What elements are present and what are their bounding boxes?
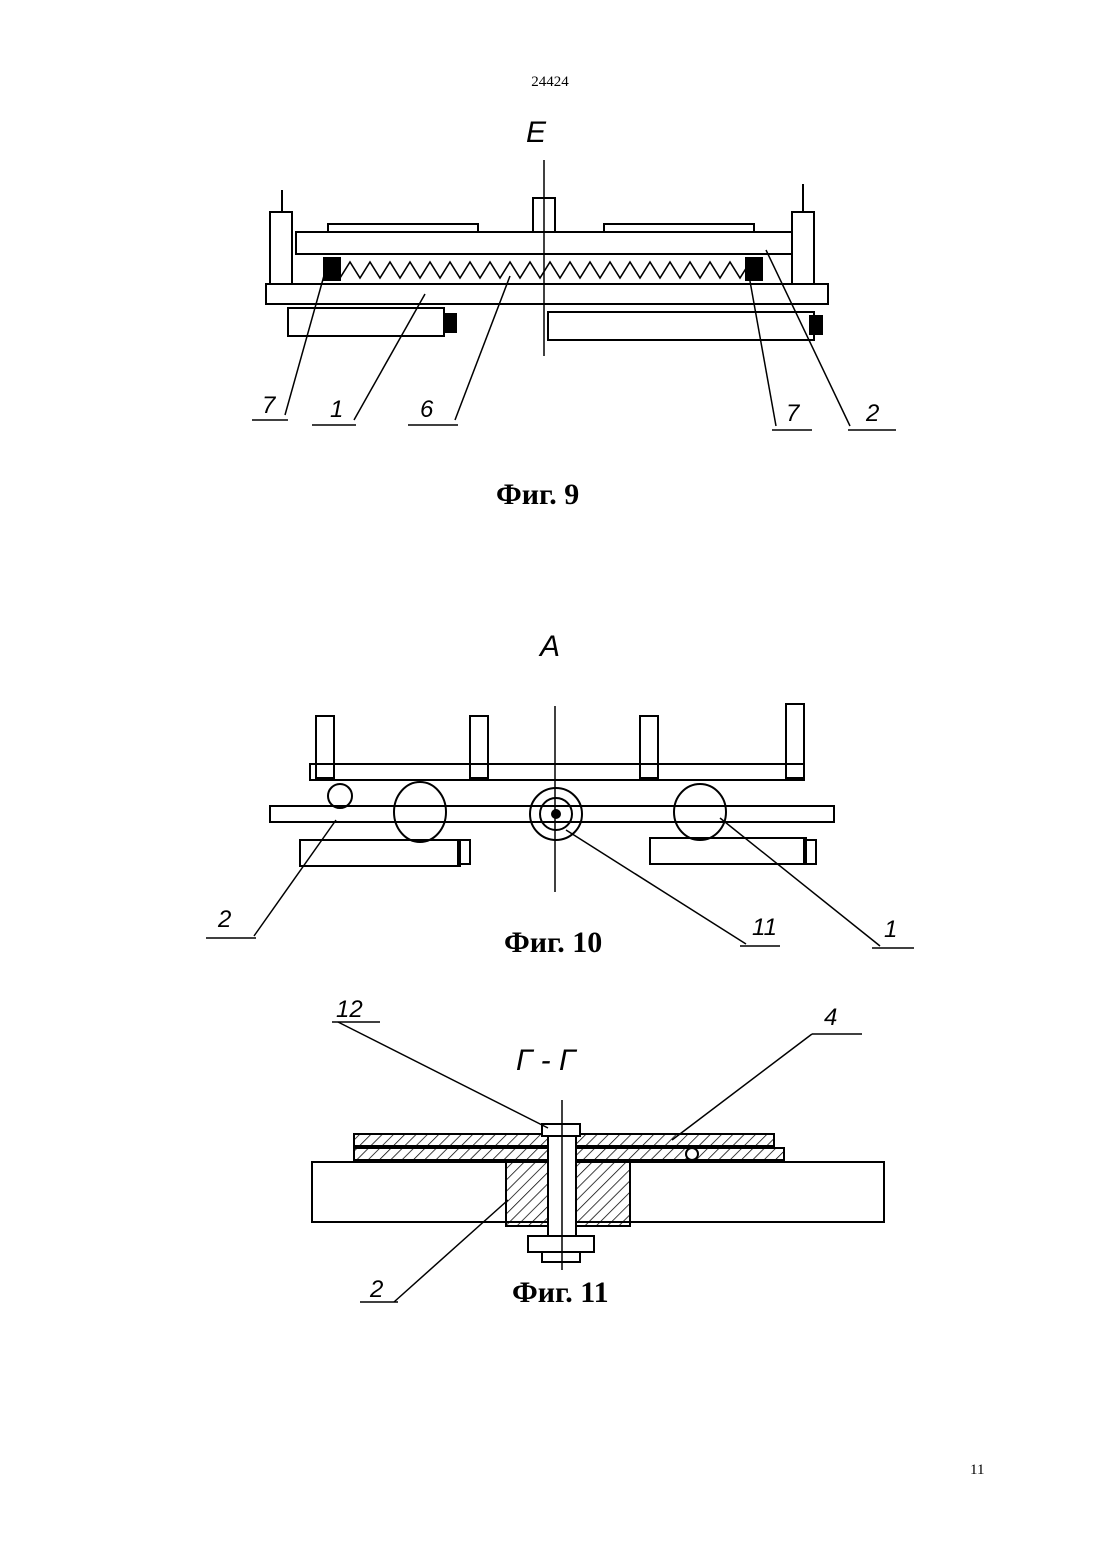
ref-label: 4 bbox=[824, 1004, 837, 1032]
section-label: Г - Г bbox=[516, 1044, 575, 1078]
figure-caption: Фиг. 11 bbox=[512, 1276, 609, 1310]
ref-label: 12 bbox=[336, 996, 363, 1024]
page-number: 11 bbox=[970, 1462, 984, 1479]
ref-label: 2 bbox=[370, 1276, 383, 1304]
